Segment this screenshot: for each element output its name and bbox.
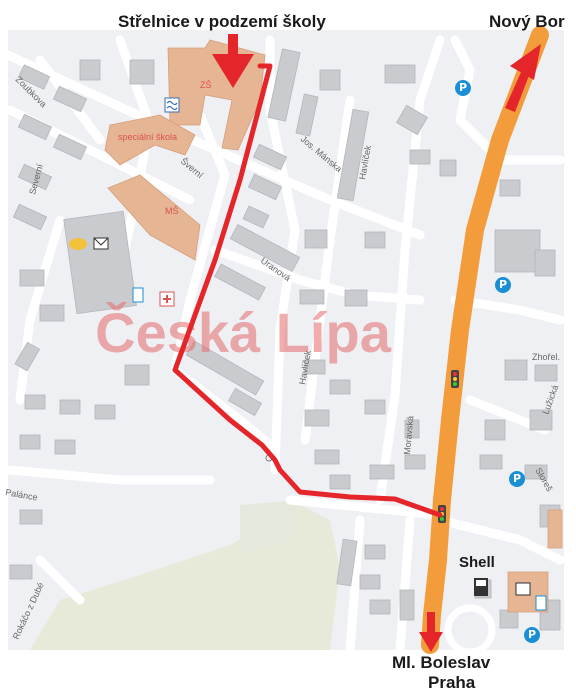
buildings [9,48,561,631]
shell-label: Shell [459,554,495,571]
mail-icon [93,237,109,250]
street-label: Moravská [402,415,415,455]
direction-label-north: Nový Bor [489,12,565,31]
up-arrow-icon [505,70,530,112]
down-arrow-icon-2 [427,612,435,636]
info-icon-2 [535,595,547,611]
main-road [421,26,549,654]
route-arrows [212,34,541,652]
info-icon [132,287,144,303]
parking-icon: P [509,471,525,487]
route-line [172,63,443,518]
street-label: Zhořel. [532,352,560,362]
facility-label-zs: ZŠ [200,80,212,90]
facility-label-special-school: speciální škola [118,132,177,142]
map-icons [69,97,547,611]
parking-icon: P [495,277,511,293]
parking-icon: P [524,627,540,643]
direction-label-south: Ml. Boleslav [392,653,491,672]
pool-icon [164,97,180,113]
city-watermark: Česká Lípa [95,301,392,364]
parking-icon: P [455,80,471,96]
facility-labels: ZŠ speciální škola MŠ [118,80,212,216]
down-arrow-icon [228,34,238,56]
roundabout [444,604,496,656]
post-horn-icon [69,238,87,250]
facility-label-ms: MŠ [165,206,179,216]
direction-label-south-2: Praha [428,673,476,692]
destination-title: Střelnice v podzemí školy [118,12,326,31]
shop-icon [515,582,531,596]
